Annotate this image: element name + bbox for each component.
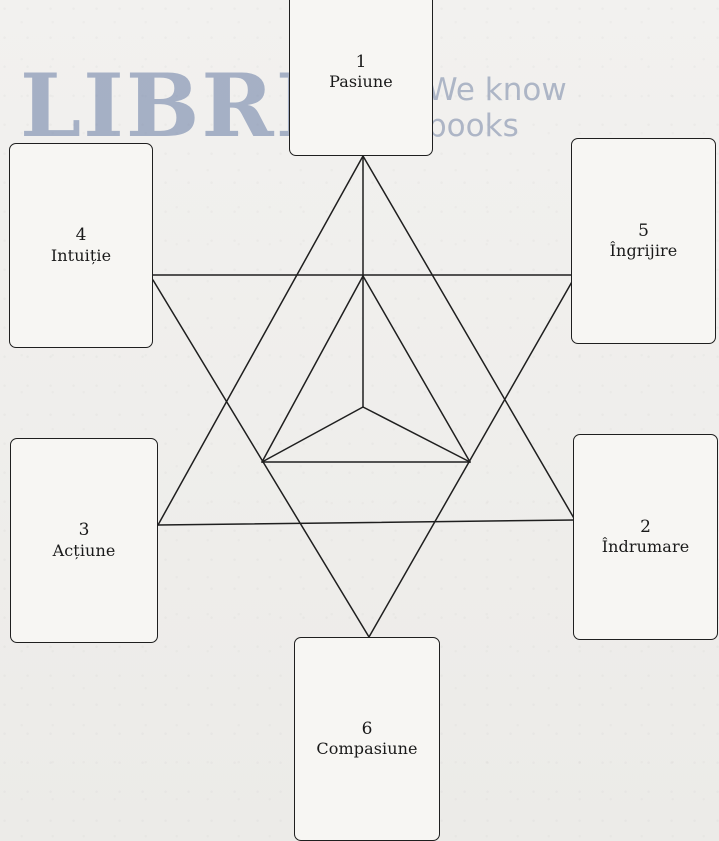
card-compasiune: 6 Compasiune [294, 637, 440, 841]
card-label: Pasiune [329, 72, 393, 92]
connection-line [261, 406, 364, 463]
card-number: 6 [361, 718, 373, 739]
connection-line [362, 155, 576, 521]
card-intuitie: 4 Intuiție [9, 143, 153, 348]
connection-line [261, 275, 364, 463]
card-ingrijire: 5 Îngrijire [571, 138, 716, 344]
card-label: Îndrumare [601, 537, 690, 557]
connection-line [362, 275, 471, 463]
card-indrumare: 2 Îndrumare [573, 434, 718, 640]
card-number: 2 [640, 516, 651, 537]
connection-line [362, 406, 471, 463]
card-label: Îngrijire [609, 241, 678, 261]
card-label: Intuiție [50, 245, 112, 265]
card-number: 4 [75, 225, 87, 246]
connection-line [368, 279, 574, 638]
card-number: 3 [78, 520, 90, 541]
card-number: 5 [638, 220, 649, 241]
connection-line [152, 279, 370, 638]
card-label: Acțiune [52, 540, 116, 560]
card-number: 1 [355, 51, 367, 72]
connection-line [157, 519, 576, 526]
connection-line [157, 155, 364, 526]
card-actiune: 3 Acțiune [10, 438, 158, 643]
card-pasiune: 1 Pasiune [289, 0, 433, 156]
card-label: Compasiune [316, 739, 418, 759]
